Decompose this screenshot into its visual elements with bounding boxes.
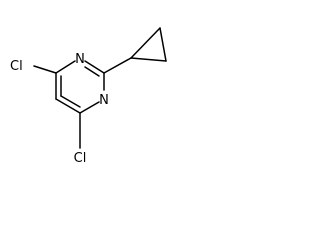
bond-n3-c2	[84, 60, 105, 74]
atom-cl-bottom: Cl	[74, 151, 87, 166]
atom-cl-top: Cl	[10, 59, 23, 74]
atom-n-bottom: N	[99, 93, 109, 108]
bond-c2-cyclopropyl	[103, 57, 132, 74]
bond-n3-c2-inner	[84, 66, 100, 77]
cyclopropyl-bond-b	[159, 27, 167, 62]
bond-c6-c5	[55, 98, 81, 114]
cyclopropyl-bond-a	[130, 27, 161, 59]
bond-c4-cl	[33, 65, 57, 74]
bond-n1-c6	[79, 101, 100, 114]
cyclopropyl-bond-c	[130, 57, 167, 62]
bond-c4-n3	[55, 60, 76, 74]
chemical-structure: Cl N N Cl	[10, 27, 167, 166]
bond-c6-c5-inner	[60, 95, 81, 108]
atom-n-top: N	[75, 52, 85, 67]
